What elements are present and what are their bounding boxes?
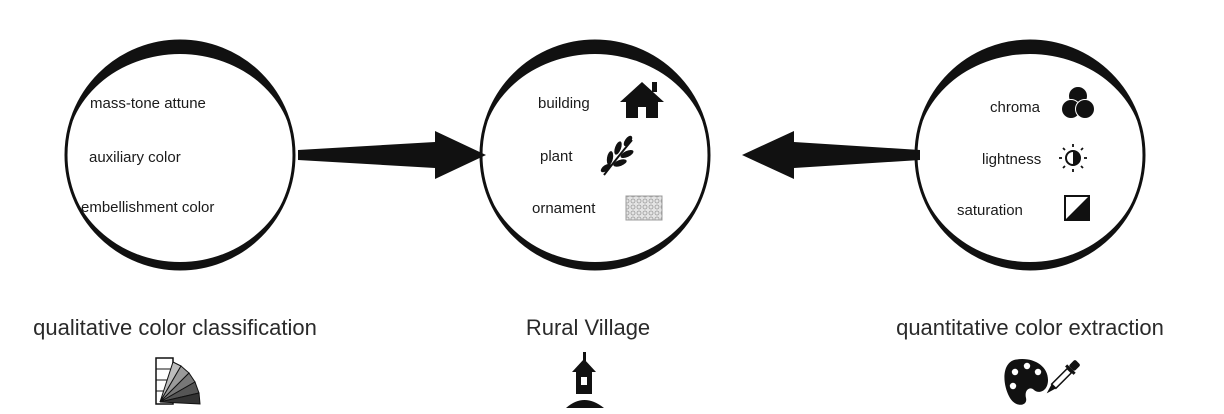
right-item-chroma: chroma (990, 99, 1041, 116)
center-item-building: building (538, 95, 590, 112)
left-item-auxiliary: auxiliary color (89, 149, 181, 166)
center-item-plant: plant (540, 148, 573, 165)
village-house-icon (566, 352, 604, 408)
right-item-saturation: saturation (957, 202, 1023, 219)
left-item-embellishment: embellishment color (81, 199, 214, 216)
center-caption: Rural Village (526, 315, 650, 340)
saturation-square-icon (1064, 195, 1090, 221)
right-caption: quantitative color extraction (896, 315, 1164, 340)
brightness-icon (1059, 144, 1087, 172)
right-item-lightness: lightness (982, 151, 1041, 168)
left-caption: qualitative color classification (33, 315, 317, 340)
lattice-ornament-icon (625, 195, 663, 221)
left-circle (64, 39, 296, 271)
center-circle (479, 39, 711, 271)
arrow-right-to-center (742, 131, 920, 179)
left-item-mass-tone: mass-tone attune (90, 95, 206, 112)
center-item-ornament: ornament (532, 200, 596, 217)
leaf-icon (600, 135, 634, 176)
palette-dropper-icon (1004, 358, 1080, 405)
color-fan-deck-icon (155, 357, 201, 405)
rgb-circles-icon (1061, 86, 1095, 119)
house-icon (620, 82, 664, 118)
arrow-left-to-center (298, 131, 486, 179)
